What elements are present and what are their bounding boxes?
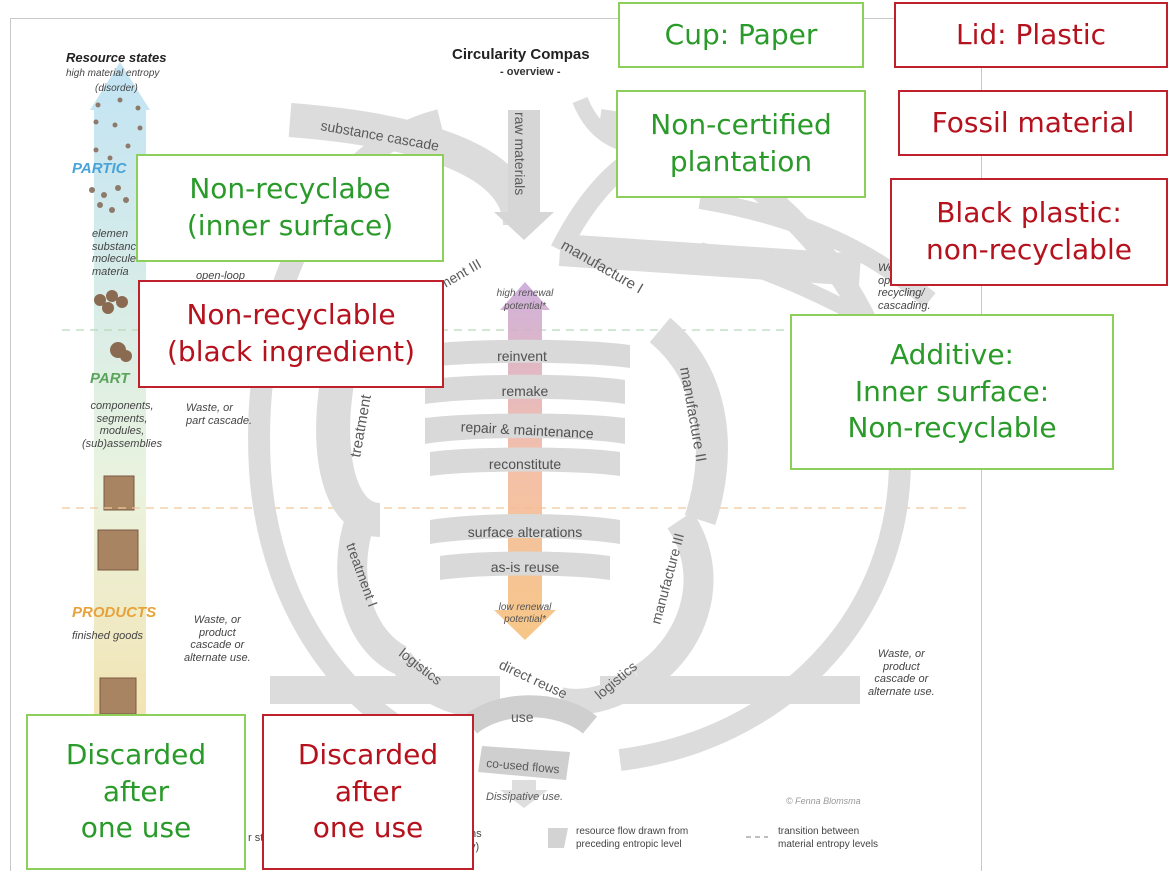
center-step-bands xyxy=(420,339,630,580)
step-remake: remake xyxy=(502,383,549,399)
legend-flow-desc-1: resource flow drawn from xyxy=(576,826,689,837)
pcr-4: alternate use. xyxy=(868,685,935,698)
legend-flow-icon xyxy=(548,828,568,848)
annotation-black-ingredient: Non-recyclable (black ingredient) xyxy=(138,280,444,388)
diagram-subtitle: - overview - xyxy=(500,66,561,78)
pcl-2: product xyxy=(198,626,236,639)
raw-materials-arrow xyxy=(494,110,554,240)
open-loop-text: open-loop xyxy=(196,270,245,282)
legend-transition-desc: transition between material entropy leve… xyxy=(778,826,878,851)
pcr-2: product xyxy=(882,660,920,673)
pcl-4: alternate use. xyxy=(184,651,251,664)
material-clumps xyxy=(94,290,132,362)
use-arc xyxy=(462,695,598,734)
high-renewal-2: potential* xyxy=(503,301,547,312)
center-step-labels: reinvent remake repair & maintenance rec… xyxy=(460,348,594,575)
entropy-arrow xyxy=(90,62,150,840)
label-direct-reuse: direct reuse xyxy=(497,656,570,702)
step-reinvent: reinvent xyxy=(497,348,547,364)
part-cascade-text: Waste, or part cascade. xyxy=(186,402,252,427)
parts-desc-3: modules, xyxy=(99,425,145,438)
level-products-desc: finished goods xyxy=(72,630,143,642)
level-products-label: PRODUCTS xyxy=(72,604,157,621)
parts-desc-2: segments, xyxy=(96,412,148,425)
legend-flow-desc: resource flow drawn from preceding entro… xyxy=(576,826,688,851)
pcr-1: Waste, or xyxy=(877,648,925,660)
particles-desc-1: elemen xyxy=(92,228,129,240)
label-use: use xyxy=(511,709,534,725)
diagram-title: Circularity Compas xyxy=(452,46,590,63)
particles-desc-4: materia xyxy=(92,265,129,278)
particles-desc-2: substanc xyxy=(92,240,137,253)
pcl-1: Waste, or xyxy=(193,614,241,626)
particle-dots xyxy=(89,97,143,213)
label-dissipative: Dissipative use. xyxy=(486,791,563,803)
legend-frag-mid-1: ns xyxy=(470,828,482,840)
step-repair: repair & maintenance xyxy=(460,419,594,442)
parts-desc-1: components, xyxy=(90,400,154,412)
rtc-3: recycling/ xyxy=(878,287,925,300)
co-used-flows-banner xyxy=(478,746,570,780)
pcl-3: cascade or xyxy=(190,639,245,652)
product-cascade-right: Waste, or product cascade or alternate u… xyxy=(868,648,935,699)
credit-text: © Fenna Blomsma xyxy=(786,796,861,806)
legend-frag-mid: ns y) xyxy=(470,828,482,854)
parts-desc-4: (sub)assemblies xyxy=(82,437,163,450)
annotation-cup-paper: Cup: Paper xyxy=(618,2,864,68)
low-renewal-1: low renewal xyxy=(499,602,553,613)
label-co-used: co-used flows xyxy=(486,756,560,776)
renewal-labels: high renewal potential* low renewal pote… xyxy=(497,288,554,625)
step-surface-alterations: surface alterations xyxy=(468,524,582,540)
legend-flow-desc-2: preceding entropic level xyxy=(576,838,682,850)
legend-frag-mid-2: y) xyxy=(470,841,480,854)
low-renewal-2: potential* xyxy=(503,614,547,625)
part-cascade-1: Waste, or xyxy=(186,402,233,414)
level-particles-label: PARTIC xyxy=(72,160,127,177)
legend-frag-left: r st xyxy=(248,832,264,844)
level-parts-label: PART xyxy=(90,370,130,387)
label-raw-materials: raw materials xyxy=(512,112,528,195)
rtc-4: cascading. xyxy=(878,299,931,312)
step-reconstitute: reconstitute xyxy=(489,456,562,472)
resource-states-heading: Resource states xyxy=(66,50,167,65)
dissipative-arrow xyxy=(500,780,548,808)
annotation-lid-plastic: Lid: Plastic xyxy=(894,2,1168,68)
pcr-3: cascade or xyxy=(874,673,929,686)
annotation-additive: Additive: Inner surface: Non-recyclable xyxy=(790,314,1114,470)
annotation-inner-surface: Non-recyclabe (inner surface) xyxy=(136,154,444,262)
annotation-fossil-material: Fossil material xyxy=(898,90,1168,156)
resource-states-line2: (disorder) xyxy=(95,83,138,94)
level-parts-desc: components, segments, modules, (sub)asse… xyxy=(82,400,162,451)
step-as-is-reuse: as-is reuse xyxy=(491,559,560,575)
high-renewal-1: high renewal xyxy=(497,288,554,299)
annotation-discarded-red: Discarded after one use xyxy=(262,714,474,870)
annotation-non-certified-plantation: Non-certified plantation xyxy=(616,90,866,198)
annotation-black-plastic: Black plastic: non-recyclable xyxy=(890,178,1168,286)
legend-transition-desc-1: transition between xyxy=(778,826,860,837)
product-cascade-left: Waste, or product cascade or alternate u… xyxy=(184,614,251,665)
part-cascade-2: part cascade. xyxy=(186,414,253,427)
level-particles-desc: elemen substanc molecule materia xyxy=(92,228,136,279)
particles-desc-3: molecule xyxy=(92,253,137,266)
resource-states-line1: high material entropy xyxy=(66,68,160,79)
annotation-discarded-green: Discarded after one use xyxy=(26,714,246,870)
legend-transition-desc-2: material entropy levels xyxy=(778,838,879,850)
